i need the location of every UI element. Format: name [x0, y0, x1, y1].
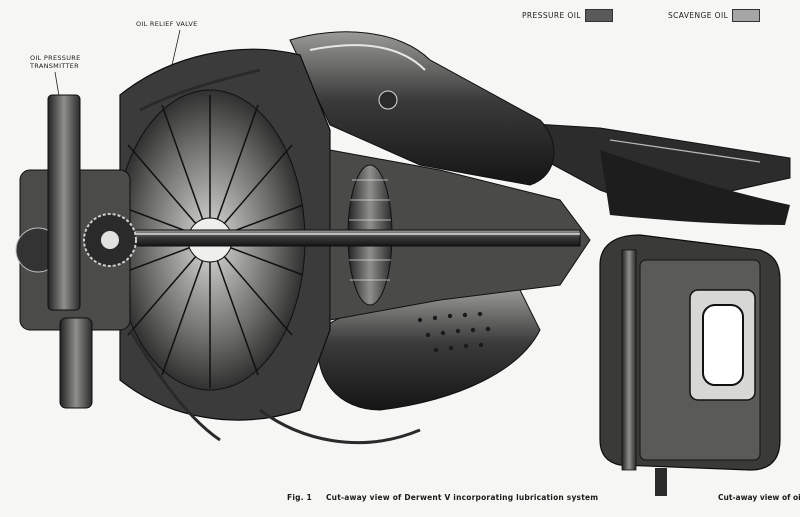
legend-scavenge-oil: SCAVENGE OIL — [668, 9, 761, 22]
figure-caption-text: Cut-away view of Derwent V incorporating… — [325, 493, 599, 502]
callout-oil-pressure-transmitter: OIL PRESSURE TRANSMITTER — [30, 54, 110, 70]
figure-caption: Fig. 1 Cut-away view of Derwent V incorpo… — [287, 493, 598, 502]
oil-pressure-transmitter — [47, 94, 93, 409]
figure-number: Fig. 1 — [287, 493, 312, 502]
callout-transmitter-line2: TRANSMITTER — [30, 62, 79, 70]
legend-pressure-swatch — [584, 9, 613, 22]
callout-oil-relief-valve: OIL RELIEF VALVE — [136, 20, 198, 28]
legend-pressure-label: PRESSURE OIL — [522, 11, 581, 20]
oil-tank — [599, 234, 781, 496]
legend-scavenge-label: SCAVENGE OIL — [668, 11, 729, 20]
legend-pressure-oil: PRESSURE OIL — [522, 9, 613, 22]
callout-transmitter-line1: OIL PRESSURE — [30, 54, 81, 62]
oil-tank-caption: Cut-away view of oil tank — [718, 493, 800, 502]
upper-combustion-chamber — [289, 31, 555, 186]
legend-scavenge-swatch — [732, 9, 761, 22]
lower-combustion-chamber — [317, 288, 541, 411]
main-shaft — [119, 229, 581, 247]
oil-pipes — [128, 68, 421, 445]
